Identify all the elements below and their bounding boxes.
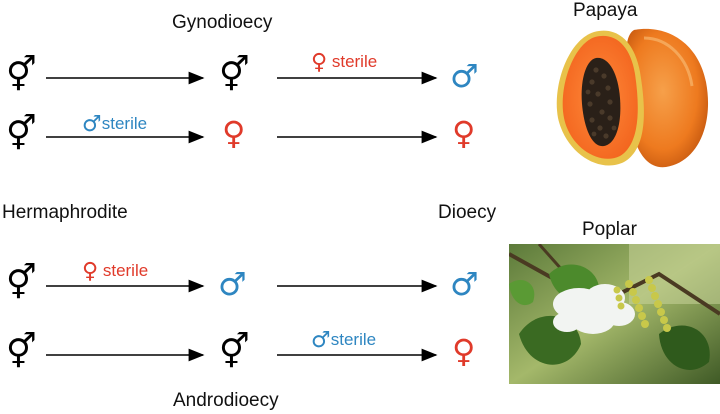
- female-sterile-label: ♀ sterile: [311, 50, 377, 75]
- androdioecy-label: Androdioecy: [173, 390, 279, 411]
- hermaphrodite-label: Hermaphrodite: [2, 202, 128, 223]
- hermaphrodite-symbol: ⚥: [219, 332, 250, 372]
- sterile-text: sterile: [98, 261, 149, 280]
- sterile-text: sterile: [327, 52, 378, 71]
- hermaphrodite-symbol: ⚥: [6, 114, 37, 154]
- female-sterile-glyph: ♀: [311, 50, 328, 75]
- hermaphrodite-symbol: ⚥: [6, 55, 37, 95]
- gynodioecy-label: Gynodioecy: [172, 12, 273, 33]
- hermaphrodite-symbol: ⚥: [219, 55, 250, 95]
- male-symbol: ♂: [450, 57, 479, 95]
- sterile-text: sterile: [330, 330, 377, 349]
- female-symbol: ♀: [452, 332, 476, 370]
- female-symbol: ♀: [452, 114, 476, 152]
- papaya-image: [556, 28, 709, 168]
- male-symbol: ♂: [450, 265, 479, 303]
- poplar-label: Poplar: [582, 219, 637, 240]
- poplar-image: [509, 244, 720, 384]
- female-symbol: ♀: [222, 114, 246, 152]
- hermaphrodite-symbol: ⚥: [6, 263, 37, 303]
- male-symbol: ♂: [218, 265, 247, 303]
- female-sterile-label: ♀ sterile: [82, 259, 148, 284]
- male-sterile-label: ♂sterile: [311, 328, 376, 353]
- dioecy-label: Dioecy: [438, 202, 497, 223]
- male-sterile-glyph: ♂: [82, 112, 102, 137]
- male-sterile-label: ♂sterile: [82, 112, 147, 137]
- sterile-text: sterile: [101, 114, 148, 133]
- male-sterile-glyph: ♂: [311, 328, 331, 353]
- hermaphrodite-symbol: ⚥: [6, 332, 37, 372]
- papaya-label: Papaya: [573, 0, 638, 21]
- female-sterile-glyph: ♀: [82, 259, 99, 284]
